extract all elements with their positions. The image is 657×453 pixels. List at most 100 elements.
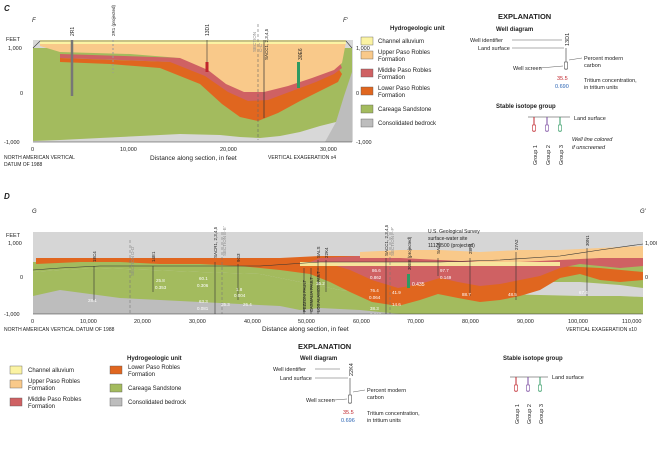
legend-swatch-careaga-d	[109, 383, 123, 393]
usgs-site-line2: surface-water site	[428, 236, 468, 242]
legend-lower-d-1: Lower Paso Robles	[128, 365, 180, 371]
y-tick-d-1000-right: 1,000	[645, 241, 657, 247]
percent-modern-label-top: Percent modern	[584, 56, 623, 62]
x-tick-d-50000: 50,000	[298, 319, 315, 325]
section-d-right-end: G'	[640, 209, 647, 215]
fault-label-casmalia: CASMALIA FAULT	[309, 277, 314, 312]
leader-screen-bottom	[333, 398, 348, 401]
legend-lower-d-2: Formation	[128, 372, 155, 378]
explanation-title-bottom: EXPLANATION	[298, 342, 351, 351]
legend-upper-d-1: Upper Paso Robles	[28, 379, 80, 385]
value-30e6: 0.435	[412, 282, 425, 288]
well-identifier-label-top: Well identifier	[470, 38, 503, 44]
channel-alluvium-c	[40, 40, 346, 44]
well-screen-label-bottom: Well screen	[306, 398, 335, 404]
y-tick-d-0-right: 0	[645, 275, 648, 281]
well-label-30e6-d: 30E6 (projected)	[407, 236, 412, 270]
section-d-left-end: G	[32, 209, 37, 215]
section-marker-c: SECTION	[252, 32, 257, 52]
x-tick-d-100000: 100,000	[568, 319, 588, 325]
iso-screen-group1-bottom	[514, 384, 518, 392]
legend-upper-d-2: Formation	[28, 386, 55, 392]
y-tick-c-0-right: 0	[356, 91, 359, 97]
value-14e1-tritium: 25.8	[156, 278, 165, 283]
value-sacc-f: 38.3	[370, 306, 379, 311]
value-sacc-e: 41.9	[392, 290, 401, 295]
well-label-sacr1: SACR1, 2,3,4,5	[213, 226, 218, 258]
value-sacr-e: 35.3	[221, 302, 230, 307]
well-label-sacc1-c: SACC1, 2,3,4,5	[264, 28, 269, 60]
well-diagram-title-bottom: Well diagram	[300, 356, 337, 362]
iso-screen-group3-bottom	[538, 384, 542, 392]
y-tick-c-0: 0	[20, 91, 23, 97]
x-tick-d-70000: 70,000	[407, 319, 424, 325]
well-13d1-screen	[205, 62, 209, 72]
explanation-top: EXPLANATION Well diagram Well identifier…	[470, 12, 637, 165]
well-id-example-top: 13D1	[565, 33, 571, 46]
well-label-14e1: 14E1	[151, 251, 156, 262]
value-28p4: 88.7	[462, 292, 471, 297]
legend-swatch-middle-d	[9, 397, 23, 407]
land-surface-c	[32, 40, 353, 49]
legend-careaga-c: Careaga Sandstone	[378, 107, 432, 113]
value-sala-b: 0.149	[440, 275, 452, 280]
value-sacr-a: 60.1	[199, 276, 208, 281]
well-label-sals: SALS	[316, 246, 321, 258]
tritium-value-bottom: 35.5	[343, 410, 354, 416]
value-sacc-c: 76.4	[370, 288, 379, 293]
iso-group2-label-bottom: Group 2	[527, 404, 533, 424]
well-label-22k4: 22K4	[324, 247, 329, 258]
well-30e6-d-screen	[407, 274, 410, 288]
well-id-example-bottom: 22K4	[349, 363, 355, 376]
well-label-27a2: 27A2	[514, 239, 519, 250]
percent-modern-label-bottom: Percent modern	[367, 388, 406, 394]
x-tick-d-80000: 80,000	[462, 319, 479, 325]
fault-label-pezzoni: PEZZONI FAULT	[302, 280, 307, 312]
tritium-label-top: Tritium concentration,	[584, 78, 637, 84]
section-marker-dd: SECTION D-D'	[130, 246, 135, 276]
exaggeration-d: VERTICAL EXAGERATION x10	[566, 327, 637, 333]
legend-channel-d: Channel alluvium	[28, 368, 74, 374]
x-tick-d-0: 0	[31, 319, 34, 325]
value-sacr-d: 0.081	[197, 306, 209, 311]
value-sacr-c: 63.3	[199, 299, 208, 304]
channel-alluvium-d	[300, 262, 560, 266]
value-18c4: 28.1	[88, 298, 97, 303]
x-tick-c-0: 0	[31, 147, 34, 153]
value-sacc-b: 0.862	[370, 275, 382, 280]
usgs-site-line3: 11128500 (projected)	[428, 243, 475, 249]
value-14e1-carbon: 0.353	[155, 285, 167, 290]
iso-note-line2: if unscreened	[572, 145, 606, 151]
legend-bedrock-c: Consolidated bedrock	[378, 121, 437, 127]
well-label-sacc1-d: SACC1, 2,3,4,5	[384, 224, 389, 256]
legend-lower-c-1: Lower Paso Robles	[378, 86, 430, 92]
section-marker-ee: SECTION E-E'	[222, 226, 227, 256]
exaggeration-c: VERTICAL EXAGERATION x4	[268, 155, 336, 161]
x-tick-d-20000: 20,000	[134, 319, 151, 325]
value-27a2: 48.5	[508, 292, 517, 297]
legend-swatch-bedrock-c	[360, 118, 374, 128]
well-label-sala: SALA	[436, 242, 441, 254]
hydro-legend-title-c: Hydrogeologic unit	[390, 26, 445, 32]
section-d: D G G' SECTION D-D' SECTION E-E' SECTION…	[4, 192, 657, 333]
value-9g3-b: 0.004	[234, 293, 246, 298]
section-c-right-end: F'	[343, 18, 349, 24]
legend-swatch-channel-c	[360, 36, 374, 46]
legend-swatch-lower-c	[360, 86, 374, 96]
x-tick-d-110000: 110,000	[622, 319, 641, 325]
legend-swatch-middle-c	[360, 68, 374, 78]
leader-carbon-bottom	[352, 389, 366, 393]
x-tick-d-60000: 60,000	[353, 319, 370, 325]
iso-note-line1: Well line colored	[572, 137, 613, 143]
iso-screen-group1-top	[532, 124, 536, 132]
iso-group2-label-top: Group 2	[546, 145, 552, 165]
y-tick-c-1000-right: 1,000	[356, 46, 370, 52]
value-30n1: 67.4	[579, 290, 588, 295]
legend-middle-c-2: Formation	[378, 75, 405, 81]
value-sacc-a: 86.6	[372, 268, 381, 273]
legend-upper-c-1: Upper Paso Robles	[378, 50, 430, 56]
well-label-2r1: 2R1	[70, 27, 76, 36]
iso-land-surface-bottom: Land surface	[552, 375, 584, 381]
tritium-units-top: in tritium units	[584, 85, 618, 91]
section-c-left-end: F	[32, 18, 36, 24]
